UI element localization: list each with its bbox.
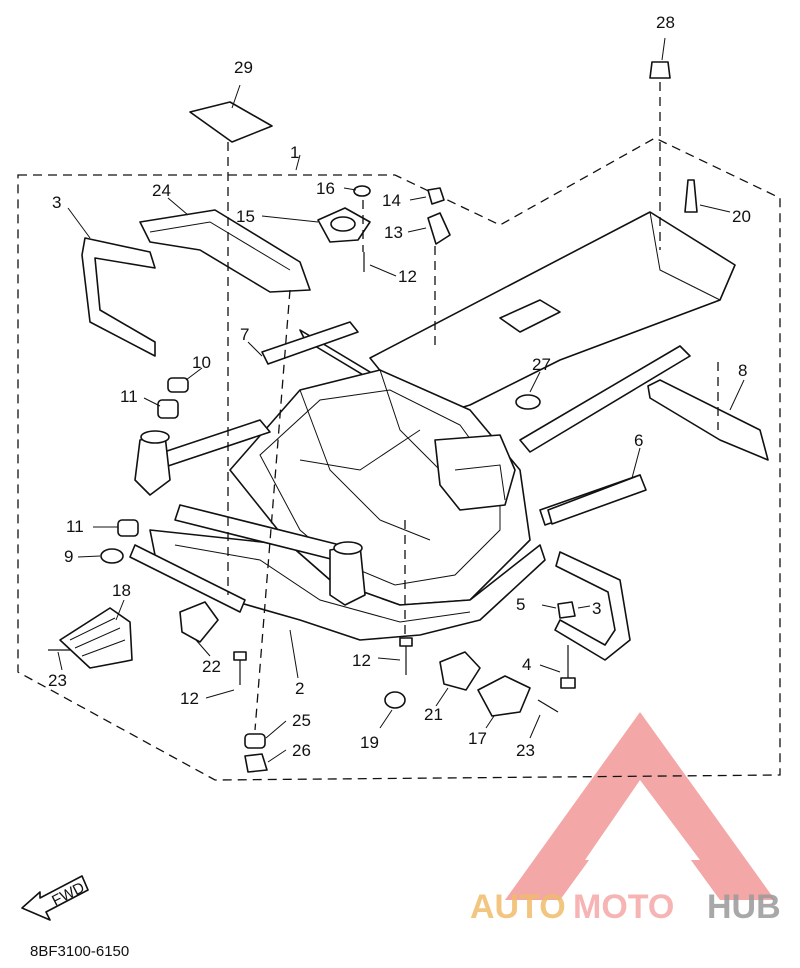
part-16-washer <box>353 185 371 197</box>
callout-18: 18 <box>112 581 131 600</box>
part-9-cap <box>100 548 124 564</box>
callout-11a: 11 <box>120 387 138 406</box>
callout-20: 20 <box>732 207 751 226</box>
part-24-grab-bar <box>139 209 311 293</box>
part-5-nut <box>557 601 576 619</box>
part-11-bushing-top <box>157 399 179 419</box>
part-4-bolt <box>560 645 576 689</box>
diagram-code: 8BF3100-6150 <box>30 943 129 960</box>
part-25-collar <box>244 733 266 749</box>
callout-21: 21 <box>424 705 443 724</box>
part-17-boot <box>477 675 531 717</box>
callout-12b: 12 <box>180 689 199 708</box>
part-15-mount <box>317 207 371 243</box>
callout-16: 16 <box>316 179 335 198</box>
main-frame <box>129 211 736 641</box>
part-3-front-bumper <box>81 237 156 357</box>
callout-9: 9 <box>64 547 73 566</box>
callout-2: 2 <box>295 679 304 698</box>
part-19-cap <box>384 691 406 709</box>
fwd-arrow-icon: FWD <box>21 875 89 921</box>
part-26-nut <box>244 753 268 773</box>
callout-13: 13 <box>384 223 403 242</box>
callout-1: 1 <box>290 143 299 162</box>
callout-19: 19 <box>360 733 379 752</box>
callout-28: 28 <box>656 13 675 32</box>
watermark-text: AUTO MOTO HUB <box>470 888 781 926</box>
callout-labels: 1 2 3 3 4 5 6 7 8 9 10 11 11 12 12 12 13… <box>48 13 751 760</box>
callout-24: 24 <box>152 181 171 200</box>
callout-12c: 12 <box>352 651 371 670</box>
part-14-nut <box>427 187 445 205</box>
callout-23b: 23 <box>516 741 535 760</box>
part-18-boot <box>59 607 133 669</box>
watermark-auto: AUTO <box>470 888 566 926</box>
callout-4: 4 <box>522 655 531 674</box>
callout-17: 17 <box>468 729 487 748</box>
assembly-boundary <box>17 137 781 781</box>
callout-6: 6 <box>634 431 643 450</box>
callout-8: 8 <box>738 361 747 380</box>
part-23-clip-right <box>537 699 559 713</box>
callout-14: 14 <box>382 191 401 210</box>
watermark-logo <box>505 712 775 900</box>
callout-3b: 3 <box>592 599 601 618</box>
callout-25: 25 <box>292 711 311 730</box>
part-8-bracket <box>647 379 769 461</box>
callout-26: 26 <box>292 741 311 760</box>
part-6-bracket <box>547 474 647 525</box>
watermark-hub: HUB <box>707 888 781 926</box>
part-21-plate <box>439 651 481 691</box>
part-28-cap <box>649 61 671 79</box>
callout-15: 15 <box>236 207 255 226</box>
callout-11b: 11 <box>66 517 84 536</box>
part-29-pad <box>189 101 273 143</box>
callout-12a: 12 <box>398 267 417 286</box>
callout-29: 29 <box>234 58 253 77</box>
callout-23a: 23 <box>48 671 67 690</box>
callout-10: 10 <box>192 353 211 372</box>
part-3-rear-bumper <box>554 551 631 661</box>
part-27-plug <box>515 394 541 410</box>
part-22-plate <box>179 601 219 643</box>
part-13-bracket <box>427 212 451 245</box>
callout-5: 5 <box>516 595 525 614</box>
part-10-bushing <box>167 377 189 393</box>
callout-22: 22 <box>202 657 221 676</box>
part-7-bracket <box>261 321 359 365</box>
part-20-pin <box>684 179 698 213</box>
watermark-moto: MOTO <box>573 888 674 926</box>
callout-7: 7 <box>240 325 249 344</box>
part-11-bushing-bottom <box>117 519 139 537</box>
callout-3a: 3 <box>52 193 61 212</box>
leader-lines <box>57 37 745 763</box>
callout-27: 27 <box>532 355 551 374</box>
part-12-bolts <box>233 252 413 685</box>
